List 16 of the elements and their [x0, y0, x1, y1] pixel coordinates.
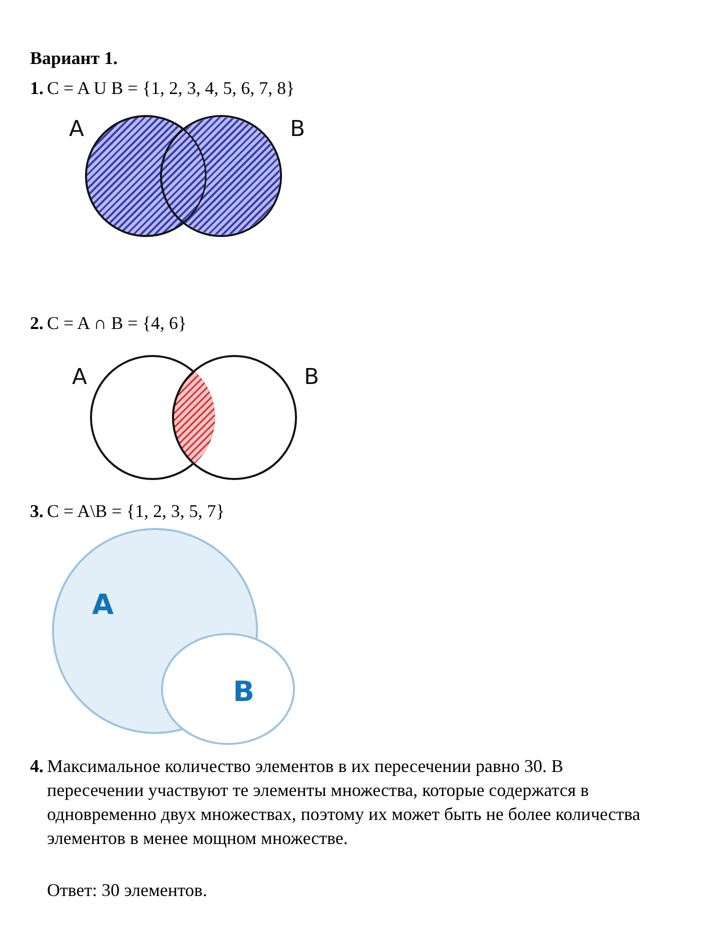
answer-paragraph: Максимальное количество элементов в их пересечении равно 30. В пересечении участвуют те элементы множества, которые содержатся в одновременно двух множествах, поэтому их может быть не более количества элементов в менее мощном множестве. [47, 755, 642, 850]
set-label: A [69, 117, 84, 142]
item-number: 2. [30, 312, 44, 335]
set-label: A [72, 365, 88, 390]
item-number: 1. [30, 77, 44, 100]
item-number: 3. [30, 500, 44, 523]
set-formula: C = A ∩ B = {4, 6} [47, 312, 187, 335]
set-formula: C = A\B = {1, 2, 3, 5, 7} [47, 500, 225, 523]
title: Вариант 1. [30, 47, 118, 70]
set-label: A [92, 588, 114, 621]
set-label: B [233, 675, 254, 708]
set-label: B [290, 117, 306, 142]
set-formula: C = A U B = {1, 2, 3, 4, 5, 6, 7, 8} [47, 77, 295, 100]
answer-text: Ответ: 30 элементов. [47, 879, 208, 902]
item-number: 4. [30, 755, 44, 778]
set-label: B [304, 365, 320, 390]
